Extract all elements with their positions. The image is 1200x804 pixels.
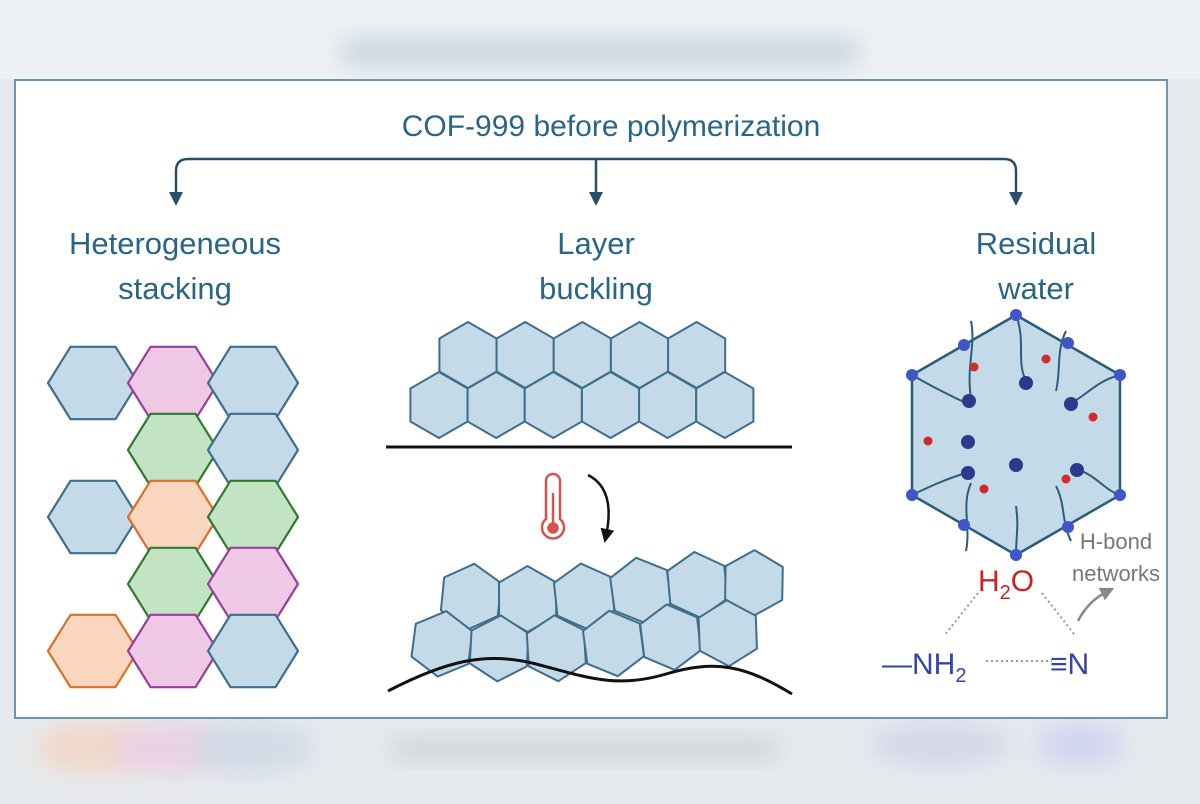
stack-hex-col3-2: [206, 412, 300, 488]
figure-panel: H-bond networks H2O —NH2 ≡N COF-999 befo…: [14, 79, 1168, 719]
nitrile-group: ≡N: [1050, 648, 1089, 681]
panel-heading-layer-buckling: Layer buckling: [539, 226, 653, 306]
stack-hex-col3-3: [206, 479, 300, 555]
stack-hex-col2-1: [126, 345, 220, 421]
flat-hex-bottom-6: [695, 371, 755, 439]
hbond-lines: [943, 592, 1075, 662]
branch-arrows: [169, 157, 1023, 206]
stack-hex-col2-5: [126, 613, 220, 689]
stack-hex-col3-1: [206, 345, 300, 421]
stack-hex-col1-2: [46, 479, 140, 555]
figure-artwork: H-bond networks H2O —NH2 ≡N: [46, 157, 1160, 696]
stack-hex-col1-1: [46, 345, 140, 421]
branch-arrow-left: [169, 157, 596, 206]
stack-hex-col3-4: [206, 546, 300, 622]
buckled-hex-bottom-4: [582, 609, 645, 678]
thermometer-icon: [540, 472, 566, 540]
panel-heading-residual-water: Residual water: [975, 226, 1097, 306]
buckled-hex-bottom-5: [639, 603, 702, 671]
branch-arrow-right: [596, 157, 1023, 206]
hbond-label-line2: networks: [1072, 561, 1160, 586]
stack-hex-col2-4: [126, 546, 220, 622]
amine-group: —NH2: [882, 648, 966, 687]
heterogeneous-stacking-hexagons: [46, 345, 300, 689]
stack-hex-col3-5: [206, 613, 300, 689]
stack-hex-col1-3: [46, 613, 140, 689]
stack-hex-col2-2: [126, 412, 220, 488]
hbond-label-line1: H-bond: [1080, 529, 1152, 554]
flat-layer-hexagons: [409, 321, 755, 439]
pore-hexagon: [906, 309, 1126, 561]
heating-arrow: [587, 473, 615, 543]
wavy-substrate-line: [387, 656, 793, 696]
hbond-network-arrow: [1076, 587, 1115, 622]
panel-heading-heterogeneous-stacking: Heterogeneous stacking: [69, 226, 281, 306]
stack-hex-col2-3: [126, 479, 220, 555]
water-formula: H2O: [978, 565, 1034, 604]
figure-title: COF-999 before polymerization: [401, 110, 821, 143]
